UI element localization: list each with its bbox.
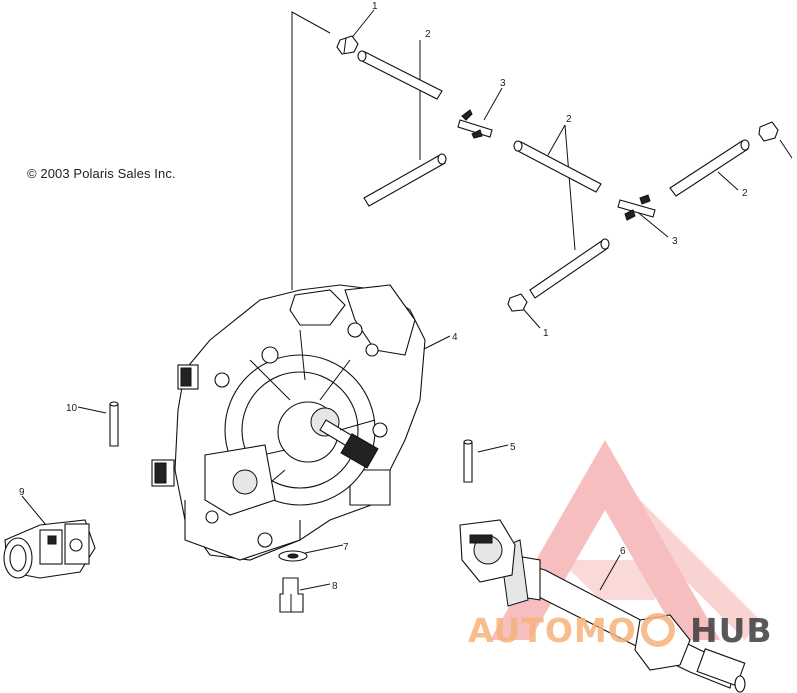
callout-1-top: 1 (372, 1, 378, 12)
callout-9: 9 (19, 487, 25, 498)
callout-3-top: 3 (500, 78, 506, 89)
callout-10: 10 (66, 403, 78, 414)
callout-6: 6 (620, 546, 626, 557)
nut-part-1-top (336, 35, 359, 55)
nut-part-1-right (758, 121, 779, 142)
bolt-part-8 (279, 577, 304, 613)
nut-part-1-lower (507, 293, 528, 312)
callout-7: 7 (343, 542, 349, 553)
dowel-pin-part-5 (463, 439, 473, 483)
rod-part-2-left (363, 153, 447, 207)
callout-labels: 1 2 3 2 2 3 1 4 5 6 7 8 9 10 (19, 1, 748, 592)
copyright-notice: © 2003 Polaris Sales Inc. (27, 166, 176, 181)
watermark-logo (490, 440, 760, 640)
callout-3-right: 3 (672, 236, 678, 247)
watermark-wordmark: AUTOMO HUB (468, 611, 773, 650)
watermark-text-right: HUB (690, 611, 773, 650)
rod-part-2-lower (529, 238, 610, 299)
pin-part-10 (109, 401, 119, 447)
callout-8: 8 (332, 581, 338, 592)
callout-4: 4 (452, 332, 458, 343)
rod-part-2-right (669, 139, 750, 197)
u-joint-part-9 (3, 519, 96, 579)
spring-pin-part-3-top (457, 109, 493, 139)
prop-shaft-part-6 (459, 519, 746, 693)
watermark-text-left: AUTOMO (468, 611, 637, 650)
callout-1-lower: 1 (543, 328, 549, 339)
callout-2-right: 2 (742, 188, 748, 199)
rod-part-2-mid (513, 140, 602, 193)
rod-part-2-top (357, 50, 443, 100)
leader-lines (21, 9, 793, 591)
spring-pin-part-3-right (617, 194, 656, 221)
callout-2-mid: 2 (566, 114, 572, 125)
callout-5: 5 (510, 442, 516, 453)
callout-2-top: 2 (425, 29, 431, 40)
gearcase-housing-part-4 (151, 284, 426, 561)
washer-part-7 (278, 550, 308, 562)
